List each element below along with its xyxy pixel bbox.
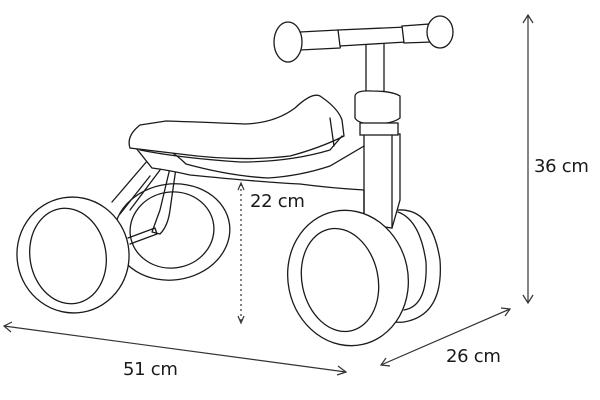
steering-column — [354, 41, 401, 136]
height-label: 36 cm — [534, 156, 589, 177]
seat — [128, 94, 345, 163]
handlebar — [273, 15, 454, 63]
main-frame — [134, 133, 401, 229]
length-label: 51 cm — [123, 359, 178, 380]
rear-far-wheel — [113, 183, 231, 281]
width-label: 26 cm — [446, 346, 501, 367]
seat-height-dimension-line — [237, 181, 245, 325]
height-dimension-line — [522, 13, 534, 305]
rear-near-wheel — [16, 196, 130, 314]
width-dimension-line — [379, 307, 512, 367]
front-near-wheel — [286, 209, 410, 347]
length-dimension-line — [2, 321, 348, 376]
seat-height-label: 22 cm — [250, 191, 305, 212]
